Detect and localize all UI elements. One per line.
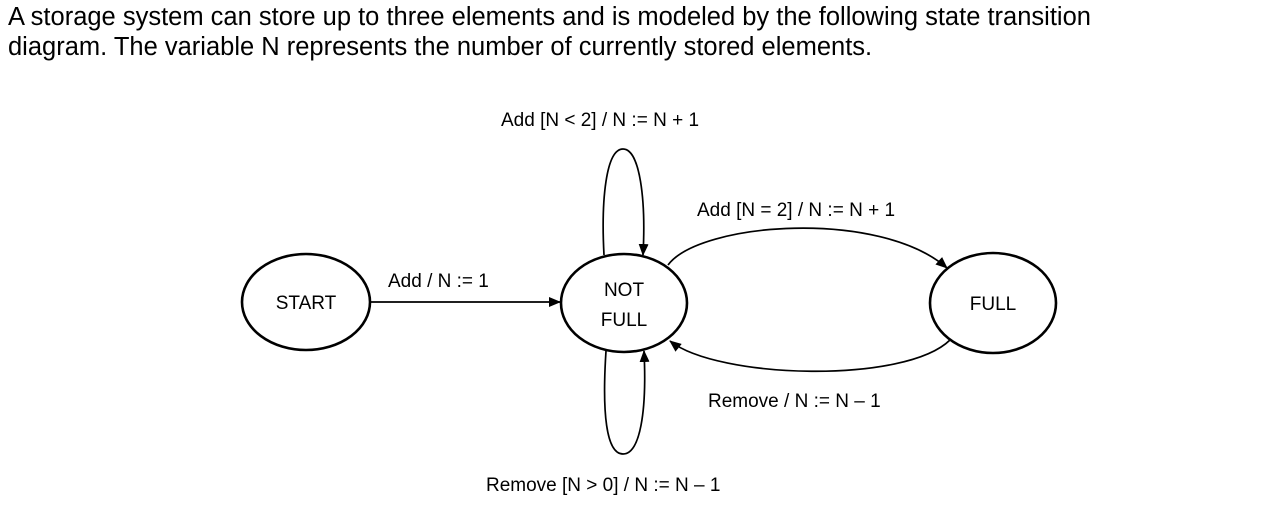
full-to-not-full-label: Remove / N := N – 1 <box>708 391 881 412</box>
self-loop-remove-arrow <box>603 350 650 455</box>
transition-start-to-not-full-label: Add / N := 1 <box>388 271 489 292</box>
state-not-full: NOT FULL <box>559 252 689 354</box>
transition-not-full-self-loop-remove: Remove [N > 0] / N := N – 1 <box>486 350 720 496</box>
problem-statement-line-1: A storage system can store up to three e… <box>8 3 1091 31</box>
transition-full-to-not-full: Remove / N := N – 1 <box>669 339 951 412</box>
transition-not-full-self-loop-add: Add [N < 2] / N := N + 1 <box>501 110 699 256</box>
full-to-not-full-arrow <box>669 339 951 373</box>
self-loop-add-label: Add [N < 2] / N := N + 1 <box>501 110 699 131</box>
state-not-full-label-line-1: NOT <box>604 280 645 301</box>
transition-start-to-not-full: Add / N := 1 <box>370 271 561 307</box>
state-full: FULL <box>928 251 1058 355</box>
state-start: START <box>240 252 372 352</box>
state-full-shape <box>928 251 1058 355</box>
problem-statement: A storage system can store up to three e… <box>8 2 1258 62</box>
not-full-to-full-arrow <box>667 227 948 269</box>
not-full-to-full-label: Add [N = 2] / N := N + 1 <box>697 200 895 221</box>
state-not-full-label-line-2: FULL <box>601 310 647 331</box>
problem-statement-line-2: diagram. The variable N represents the n… <box>8 33 873 61</box>
state-start-shape <box>240 252 372 352</box>
self-loop-add-arrow <box>602 148 649 256</box>
transition-not-full-to-full: Add [N = 2] / N := N + 1 <box>667 200 948 269</box>
state-not-full-shape <box>559 252 689 354</box>
state-start-label: START <box>276 293 337 314</box>
self-loop-remove-label: Remove [N > 0] / N := N – 1 <box>486 475 720 496</box>
state-full-label: FULL <box>970 294 1016 315</box>
